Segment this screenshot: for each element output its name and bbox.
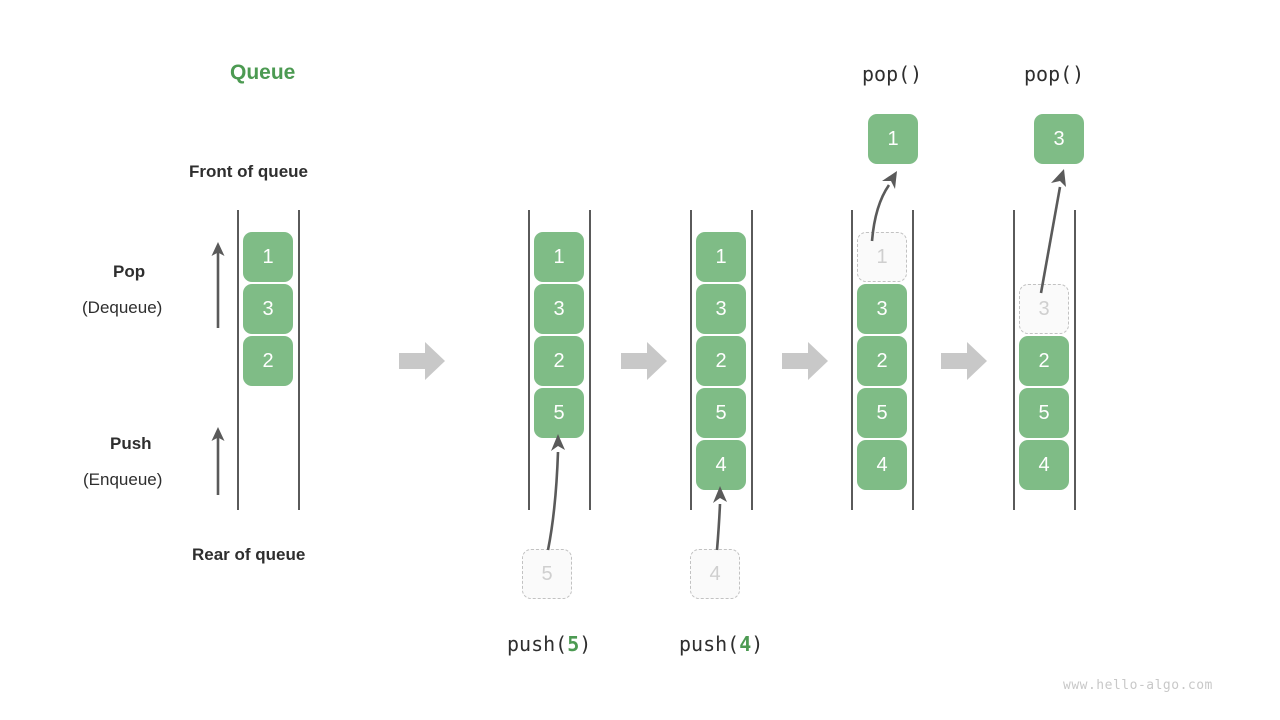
incoming-ghost-cell: 5 bbox=[522, 549, 572, 599]
queue-cell: 2 bbox=[534, 336, 584, 386]
push-label: Push bbox=[110, 434, 152, 453]
queue-rail-right bbox=[589, 210, 591, 510]
dequeue-label: (Dequeue) bbox=[82, 298, 163, 317]
pop-motion-arrow bbox=[870, 171, 897, 242]
queue-rail-right bbox=[751, 210, 753, 510]
pop-operation-label-2: pop() bbox=[1024, 62, 1085, 86]
queue-cell: 5 bbox=[534, 388, 584, 438]
pop-motion-arrow bbox=[1039, 169, 1066, 294]
push-motion-arrow bbox=[546, 434, 565, 551]
queue-cell: 3 bbox=[857, 284, 907, 334]
watermark: www.hello-algo.com bbox=[1063, 678, 1213, 693]
vacated-ghost-cell: 3 bbox=[1019, 284, 1069, 334]
queue-cell: 5 bbox=[696, 388, 746, 438]
pop-operation-label-1: pop() bbox=[862, 62, 923, 86]
queue-cell: 1 bbox=[243, 232, 293, 282]
queue-cell: 4 bbox=[696, 440, 746, 490]
push-direction-arrow bbox=[211, 427, 225, 495]
queue-cell: 1 bbox=[696, 232, 746, 282]
push-call-arg: 5 bbox=[567, 632, 580, 656]
incoming-ghost-cell: 4 bbox=[690, 549, 740, 599]
queue-cell: 2 bbox=[696, 336, 746, 386]
queue-cell: 3 bbox=[696, 284, 746, 334]
flow-arrow-icon bbox=[941, 342, 987, 380]
push-call-text: push( bbox=[679, 632, 740, 656]
push-call-close: ) bbox=[751, 632, 764, 656]
queue-cell: 5 bbox=[857, 388, 907, 438]
page-title: Queue bbox=[230, 61, 296, 84]
queue-cell: 2 bbox=[243, 336, 293, 386]
flow-arrow-icon bbox=[621, 342, 667, 380]
vacated-ghost-cell: 1 bbox=[857, 232, 907, 282]
push-motion-arrow bbox=[713, 486, 727, 551]
enqueue-label: (Enqueue) bbox=[83, 470, 163, 489]
popped-cell: 1 bbox=[868, 114, 918, 164]
push-call-text: push( bbox=[507, 632, 568, 656]
popped-cell: 3 bbox=[1034, 114, 1084, 164]
pop-direction-arrow bbox=[211, 242, 225, 328]
queue-rail-right bbox=[1074, 210, 1076, 510]
queue-cell: 1 bbox=[534, 232, 584, 282]
queue-rail-right bbox=[298, 210, 300, 510]
flow-arrow-icon bbox=[399, 342, 445, 380]
queue-rail-left bbox=[851, 210, 853, 510]
push-operation-label-2: push(4) bbox=[679, 632, 763, 656]
queue-cell: 2 bbox=[857, 336, 907, 386]
push-operation-label-1: push(5) bbox=[507, 632, 591, 656]
queue-cell: 3 bbox=[243, 284, 293, 334]
rear-of-queue-label: Rear of queue bbox=[192, 545, 306, 564]
queue-cell: 4 bbox=[857, 440, 907, 490]
queue-rail-left bbox=[1013, 210, 1015, 510]
queue-rail-left bbox=[237, 210, 239, 510]
push-call-close: ) bbox=[579, 632, 592, 656]
push-call-arg: 4 bbox=[739, 632, 752, 656]
flow-arrow-icon bbox=[782, 342, 828, 380]
queue-cell: 4 bbox=[1019, 440, 1069, 490]
queue-cell: 5 bbox=[1019, 388, 1069, 438]
queue-rail-left bbox=[528, 210, 530, 510]
pop-label: Pop bbox=[113, 262, 146, 281]
queue-rail-left bbox=[690, 210, 692, 510]
front-of-queue-label: Front of queue bbox=[189, 162, 308, 181]
queue-rail-right bbox=[912, 210, 914, 510]
queue-cell: 2 bbox=[1019, 336, 1069, 386]
queue-cell: 3 bbox=[534, 284, 584, 334]
